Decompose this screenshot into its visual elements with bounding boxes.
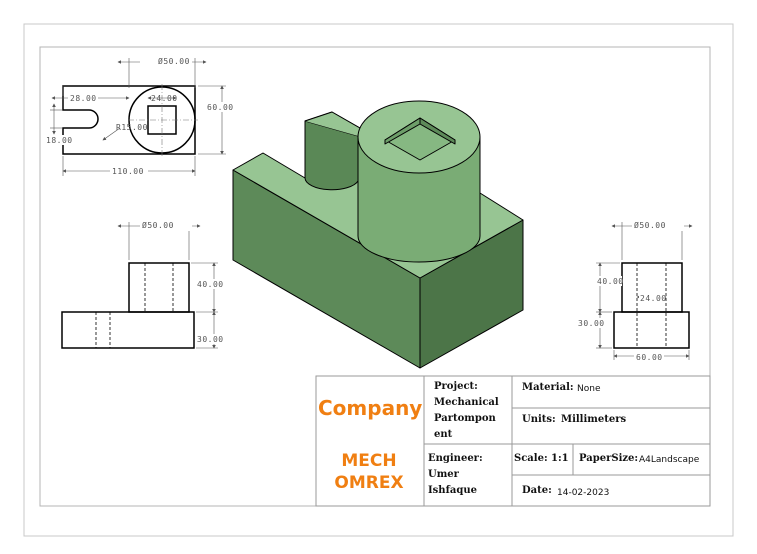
company-name: Company xyxy=(318,396,422,420)
units-label: Units: xyxy=(522,414,556,425)
iso-slot-wall xyxy=(304,120,359,191)
side-view-base xyxy=(613,311,690,349)
dim-side-base-height: 30.00 xyxy=(578,319,605,328)
title-block xyxy=(315,375,711,507)
dim-side-inner: 24.00 xyxy=(640,294,667,303)
brand-line-1: MECH xyxy=(341,451,396,471)
isometric-view xyxy=(232,100,524,369)
dim-side-diameter: Ø50.00 xyxy=(634,220,666,230)
dim-front-diameter: Ø50.00 xyxy=(142,220,174,230)
side-view xyxy=(613,262,690,349)
dim-top-left: 28.00 xyxy=(70,94,97,103)
top-view xyxy=(62,84,198,156)
side-view-dimensions xyxy=(596,222,693,360)
engineer-value-line-2: Ishfaque xyxy=(428,485,477,496)
side-view-boss xyxy=(621,262,683,313)
dim-front-boss-height: 40.00 xyxy=(197,280,224,289)
engineer-value-line-1: Umer xyxy=(428,469,460,480)
front-view xyxy=(61,262,195,349)
top-view-dimensions xyxy=(50,58,226,176)
dim-top-radius: R15.00 xyxy=(116,123,148,132)
engineer-label: Engineer: xyxy=(428,453,483,464)
dim-top-inner: 24.00 xyxy=(151,94,178,103)
project-value-line-3: ent xyxy=(434,429,453,440)
material-label: Material: xyxy=(522,382,574,393)
material-value: None xyxy=(577,384,601,394)
brand-line-2: OMREX xyxy=(334,473,403,493)
dim-top-slot: 18.00 xyxy=(46,136,73,145)
outer-border xyxy=(23,23,734,537)
project-value-line-2: Partompon xyxy=(434,413,497,424)
dim-front-base-height: 30.00 xyxy=(197,335,224,344)
scale-label: Scale: xyxy=(514,453,548,464)
project-value-line-1: Mechanical xyxy=(434,397,499,408)
scale-value: 1:1 xyxy=(551,453,569,464)
project-label: Project: xyxy=(434,381,478,392)
title-block-frame xyxy=(315,375,711,507)
front-view-base xyxy=(61,311,195,349)
papersize-value: A4Landscape xyxy=(639,455,700,465)
dim-side-width: 60.00 xyxy=(636,353,663,362)
date-label: Date: xyxy=(522,485,552,496)
dim-top-diameter: Ø50.00 xyxy=(158,56,190,66)
dim-top-height: 60.00 xyxy=(207,103,234,112)
dim-top-length: 110.00 xyxy=(112,167,144,176)
units-value: Millimeters xyxy=(561,414,626,425)
front-view-boss xyxy=(128,262,190,313)
date-value: 14-02-2023 xyxy=(557,488,609,498)
papersize-label: PaperSize: xyxy=(579,453,638,464)
dim-side-boss-height: 40.00 xyxy=(597,277,624,286)
